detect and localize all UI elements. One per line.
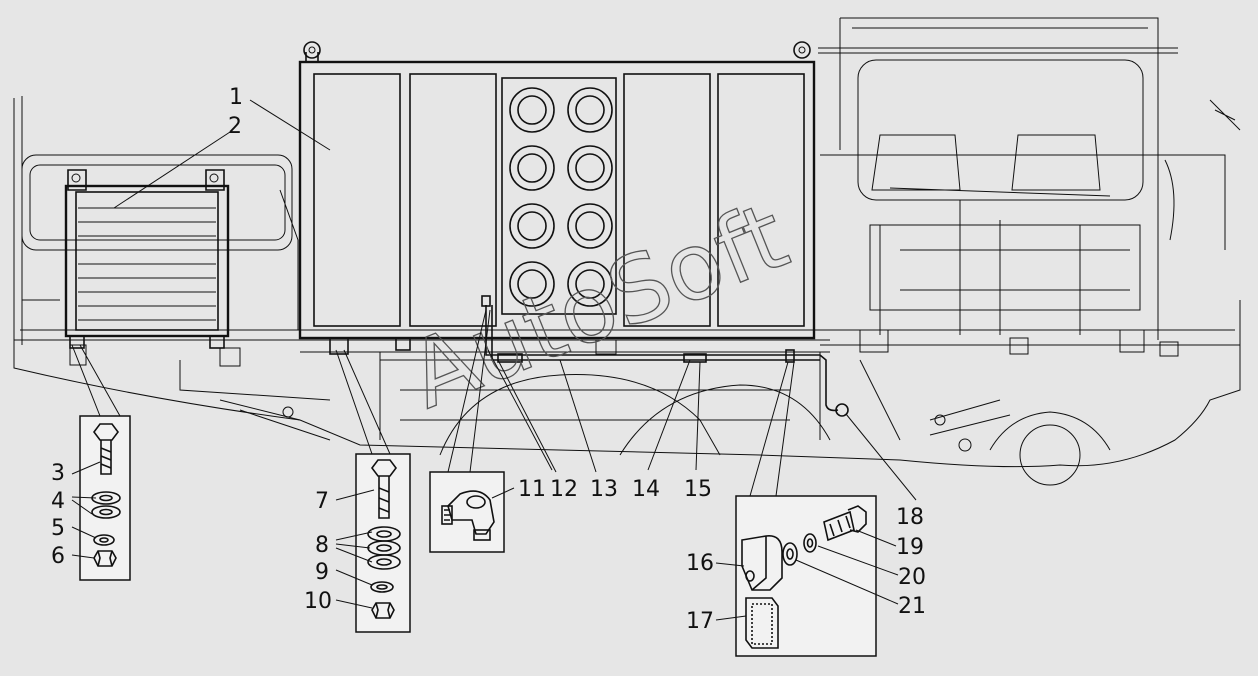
- bolt-icon: [823, 505, 867, 542]
- cabinet-cells: [509, 87, 613, 307]
- callout-13: 13: [590, 477, 618, 502]
- callout-19: 19: [896, 535, 924, 560]
- callout-labels: 1 2 3 4 5 6 7 8 9 10 11 12 13 14 15 16 1…: [51, 85, 926, 634]
- grille-slats: [78, 207, 216, 321]
- detail-panel-clamp-set: [735, 361, 877, 657]
- callout-8: 8: [315, 533, 329, 558]
- watermark: AutoSoft: [395, 182, 801, 429]
- rubber-pad-icon: [745, 597, 779, 649]
- spring-washer-icon: [370, 581, 394, 593]
- nut-icon: [93, 550, 117, 567]
- callout-15: 15: [684, 477, 712, 502]
- clamp-icon: [741, 535, 783, 591]
- pipe-line: [481, 295, 849, 417]
- callout-20: 20: [898, 565, 926, 590]
- callout-7: 7: [315, 489, 329, 514]
- radiator-grille: [64, 169, 230, 349]
- callout-18: 18: [896, 505, 924, 530]
- callout-5: 5: [51, 516, 65, 541]
- leader-lines: [71, 99, 917, 621]
- bolt-icon: [371, 459, 397, 519]
- callout-12: 12: [550, 477, 578, 502]
- flat-washer-icon: [782, 542, 798, 566]
- callout-4: 4: [51, 489, 65, 514]
- detail-panel-bolt-set-b: [335, 349, 411, 633]
- callout-2: 2: [228, 114, 242, 139]
- detail-panel-bolt-set-a: [71, 344, 131, 581]
- washer-icon: [367, 526, 401, 570]
- callout-11: 11: [518, 477, 546, 502]
- vehicle-chassis: [13, 17, 1241, 486]
- bolt-icon: [93, 423, 119, 475]
- spring-washer-icon: [93, 534, 115, 546]
- callout-17: 17: [686, 609, 714, 634]
- callout-14: 14: [632, 477, 660, 502]
- detail-panel-elbow-fitting: [429, 309, 505, 553]
- callout-1: 1: [229, 85, 243, 110]
- callout-3: 3: [51, 461, 65, 486]
- callout-21: 21: [898, 594, 926, 619]
- callout-10: 10: [304, 589, 332, 614]
- main-cabinet: [298, 41, 816, 355]
- callout-9: 9: [315, 560, 329, 585]
- elbow-fitting-icon: [441, 490, 495, 541]
- nut-icon: [371, 602, 395, 619]
- callout-6: 6: [51, 544, 65, 569]
- spring-washer-icon: [803, 533, 817, 553]
- callout-16: 16: [686, 551, 714, 576]
